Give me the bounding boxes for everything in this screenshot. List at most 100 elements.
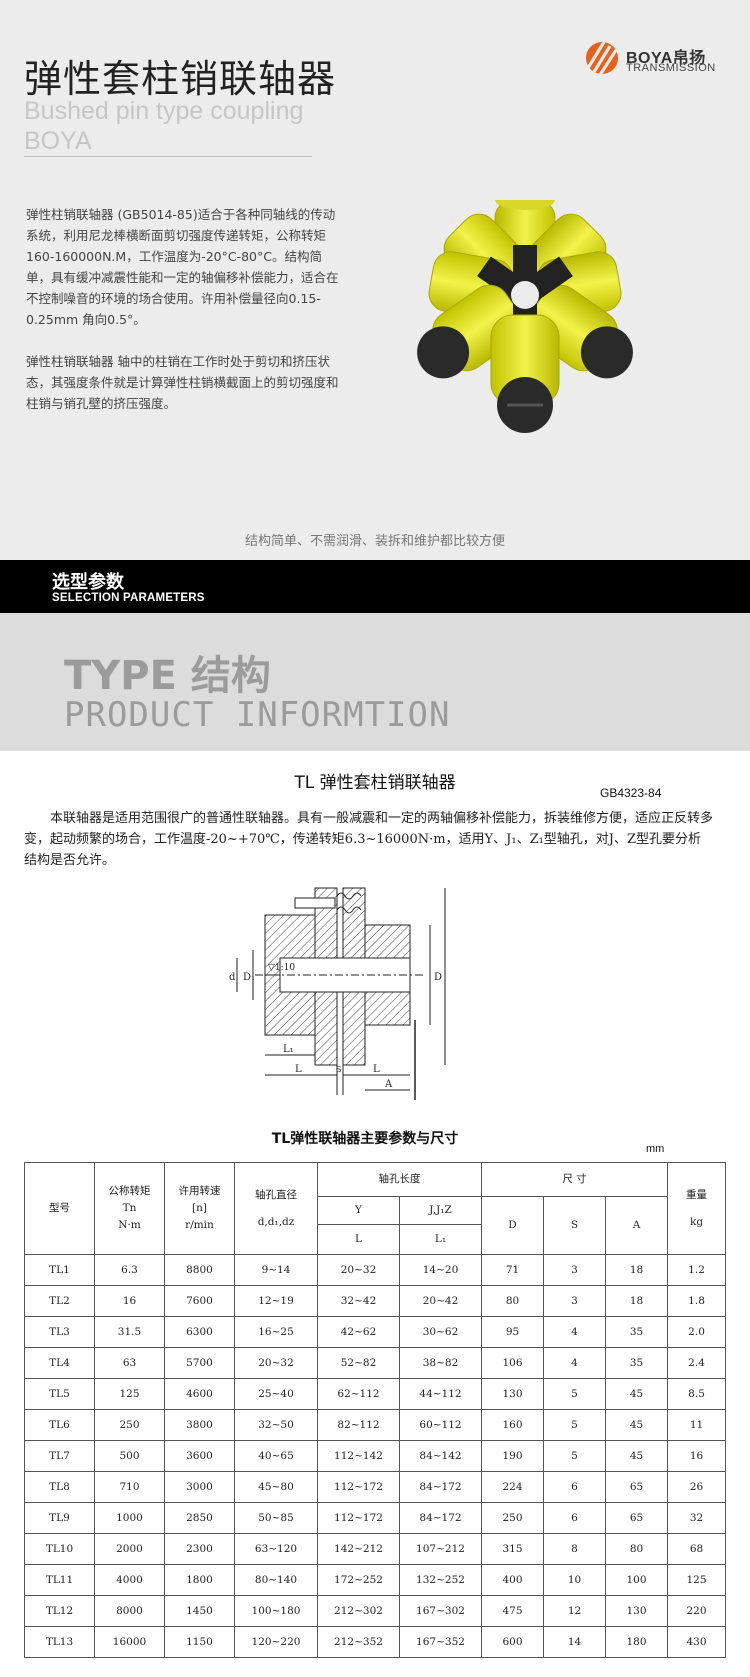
cell-bore: 16~25 (234, 1316, 318, 1348)
cell-length-y: 112~142 (317, 1440, 400, 1472)
cell-S: 5 (543, 1378, 606, 1410)
cell-bore: 25~40 (234, 1378, 318, 1410)
header-torque: 公称转矩 Tn N·m (94, 1162, 165, 1255)
header-bore: 轴孔直径 d,d₁,dz (234, 1162, 318, 1255)
cell-length-j: 84~172 (399, 1471, 482, 1503)
cell-weight: 2.4 (667, 1347, 727, 1379)
cell-D: 315 (481, 1533, 544, 1565)
cell-torque: 16000 (94, 1626, 165, 1658)
cell-model: TL10 (24, 1533, 95, 1565)
cell-A: 45 (604, 1409, 669, 1441)
cell-speed: 3000 (164, 1471, 235, 1503)
title-divider (24, 156, 312, 157)
header-l1: L₁ (399, 1224, 482, 1255)
cell-torque: 125 (94, 1378, 165, 1410)
intro-paragraph-2: 弹性柱销联轴器 轴中的柱销在工作时处于剪切和挤压状态，其强度条件就是计算弹性柱销… (26, 354, 339, 411)
cell-A: 80 (604, 1533, 669, 1565)
cell-model: TL5 (24, 1378, 95, 1410)
cell-weight: 11 (667, 1409, 727, 1441)
header-l: L (317, 1224, 400, 1255)
cell-S: 5 (543, 1409, 606, 1441)
header-dims: 尺 寸 (480, 1162, 669, 1197)
cell-model: TL7 (24, 1440, 95, 1472)
cell-S: 8 (543, 1533, 606, 1565)
selection-parameters-bar: 选型参数 SELECTION PARAMETERS (0, 560, 750, 613)
cell-length-j: 30~62 (399, 1316, 482, 1348)
product-title-cn: 弹性套柱销联轴器 (24, 57, 337, 101)
drawing-label-D: D (434, 972, 442, 983)
cell-model: TL6 (24, 1409, 95, 1441)
cell-length-y: 112~172 (317, 1502, 400, 1534)
cell-length-j: 60~112 (399, 1409, 482, 1441)
cell-weight: 220 (667, 1595, 727, 1627)
cell-speed: 6300 (164, 1316, 235, 1348)
cell-S: 3 (543, 1285, 606, 1317)
drawing-label-taper: ▽1:10 (268, 963, 295, 973)
cell-S: 6 (543, 1471, 606, 1503)
cell-D: 160 (481, 1409, 544, 1441)
cell-D: 80 (481, 1285, 544, 1317)
cell-speed: 2300 (164, 1533, 235, 1565)
cell-D: 600 (481, 1626, 544, 1658)
cell-speed: 5700 (164, 1347, 235, 1379)
cell-torque: 500 (94, 1440, 165, 1472)
cell-S: 5 (543, 1440, 606, 1472)
cell-model: TL3 (24, 1316, 95, 1348)
coupling-pin-group (417, 200, 633, 433)
cell-weight: 68 (667, 1533, 727, 1565)
cell-A: 180 (604, 1626, 669, 1658)
product-title-en: Bushed pin type coupling BOYA (24, 96, 303, 156)
cell-speed: 2850 (164, 1502, 235, 1534)
cell-length-y: 32~42 (317, 1285, 400, 1317)
cell-speed: 1150 (164, 1626, 235, 1658)
cell-speed: 3800 (164, 1409, 235, 1441)
cell-model: TL13 (24, 1626, 95, 1658)
cell-length-y: 20~32 (317, 1254, 400, 1286)
header-speed: 许用转速 [n] r/min (164, 1162, 235, 1255)
cell-model: TL2 (24, 1285, 95, 1317)
cell-weight: 8.5 (667, 1378, 727, 1410)
cell-D: 106 (481, 1347, 544, 1379)
cell-bore: 50~85 (234, 1502, 318, 1534)
cell-bore: 40~65 (234, 1440, 318, 1472)
cell-bore: 100~180 (234, 1595, 318, 1627)
cell-length-j: 20~42 (399, 1285, 482, 1317)
cell-torque: 8000 (94, 1595, 165, 1627)
brand-logo: BOYA帛扬 TRANSMISSION (584, 40, 734, 80)
cell-D: 400 (481, 1564, 544, 1596)
cell-length-j: 14~20 (399, 1254, 482, 1286)
cell-bore: 20~32 (234, 1347, 318, 1379)
cell-torque: 710 (94, 1471, 165, 1503)
cell-S: 14 (543, 1626, 606, 1658)
cell-length-j: 167~302 (399, 1595, 482, 1627)
technical-drawing: d D₁ ▽1:10 D L₁ L S L A (229, 887, 446, 1100)
cell-A: 45 (604, 1378, 669, 1410)
cell-length-y: 82~112 (317, 1409, 400, 1441)
header-weight: 重量 kg (667, 1162, 727, 1255)
standard-number: GB4323-84 (600, 786, 662, 800)
cell-length-j: 44~112 (399, 1378, 482, 1410)
product-brand-line: BOYA (24, 127, 92, 155)
drawing-label-L-right: L (373, 1064, 380, 1075)
cell-torque: 16 (94, 1285, 165, 1317)
cell-weight: 430 (667, 1626, 727, 1658)
table-title: TL弹性联轴器主要参数与尺寸 (271, 1131, 459, 1147)
cell-torque: 4000 (94, 1564, 165, 1596)
cell-D: 130 (481, 1378, 544, 1410)
cell-bore: 63~120 (234, 1533, 318, 1565)
cell-weight: 26 (667, 1471, 727, 1503)
cell-speed: 7600 (164, 1285, 235, 1317)
selection-subtitle: SELECTION PARAMETERS (52, 592, 205, 604)
cell-S: 4 (543, 1316, 606, 1348)
cell-length-y: 52~82 (317, 1347, 400, 1379)
cell-length-y: 112~172 (317, 1471, 400, 1503)
drawing-label-L1: L₁ (283, 1044, 294, 1055)
